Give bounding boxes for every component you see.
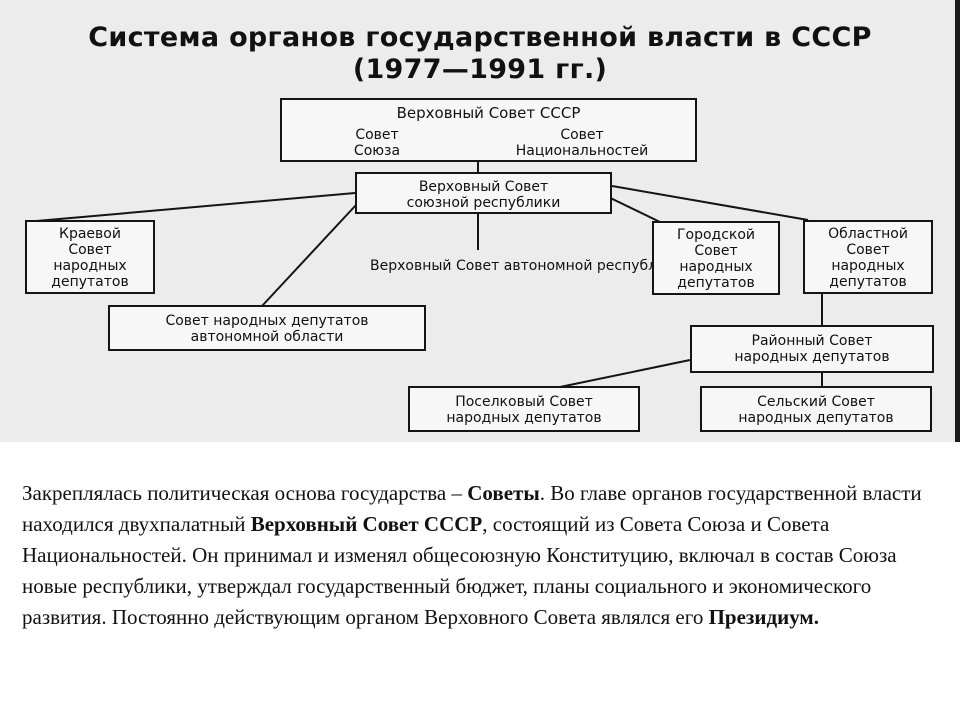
oblast-soviet-line: Совет bbox=[846, 242, 890, 258]
village-soviet-line: народных депутатов bbox=[738, 410, 894, 426]
diagram-title: Система органов государственной власти в… bbox=[88, 22, 872, 53]
district-soviet-line: Районный Совет bbox=[751, 333, 873, 349]
village-soviet-box: Сельский Совет народных депутатов bbox=[700, 386, 932, 432]
republic-soviet-box: Верховный Совет союзной республики bbox=[355, 172, 612, 214]
district-soviet-box: Районный Совет народных депутатов bbox=[690, 325, 934, 373]
settlement-soviet-line: Поселковый Совет bbox=[455, 394, 593, 410]
city-soviet-line: народных bbox=[679, 259, 753, 275]
autonomous-republic-soviet: Верховный Совет автономной республики bbox=[370, 258, 684, 274]
chamber-nationalities-line: Совет bbox=[560, 127, 604, 143]
oblast-soviet-line: Областной bbox=[828, 226, 908, 242]
connector-lines bbox=[24, 161, 823, 388]
republic-soviet-line: Верховный Совет bbox=[418, 179, 549, 195]
city-soviet-line: депутатов bbox=[677, 275, 755, 291]
oblast-soviet-line: депутатов bbox=[829, 274, 907, 290]
oblast-soviet-box: Областной Совет народных депутатов bbox=[803, 220, 933, 294]
krai-soviet-line: Краевой bbox=[59, 226, 121, 242]
connector bbox=[24, 192, 356, 223]
autonomous-oblast-soviet-box: Совет народных депутатов автономной обла… bbox=[108, 305, 426, 351]
village-soviet-line: Сельский Совет bbox=[757, 394, 875, 410]
text-bold-soviets: Советы bbox=[467, 481, 540, 505]
autonomous-oblast-line: автономной области bbox=[190, 329, 344, 345]
republic-soviet-line: союзной республики bbox=[406, 195, 561, 211]
krai-soviet-line: Совет bbox=[68, 242, 112, 258]
autonomous-republic-line: автономной республики bbox=[503, 258, 684, 274]
district-soviet-line: народных депутатов bbox=[734, 349, 890, 365]
text-bold-presidium: Президиум. bbox=[708, 605, 819, 629]
oblast-soviet-line: народных bbox=[831, 258, 905, 274]
chamber-union-line: Совет bbox=[355, 127, 399, 143]
krai-soviet-box: Краевой Совет народных депутатов bbox=[25, 220, 155, 294]
chamber-nationalities: Совет Национальностей bbox=[487, 127, 677, 159]
chamber-nationalities-line: Национальностей bbox=[515, 143, 649, 159]
connector bbox=[261, 204, 357, 307]
city-soviet-box: Городской Совет народных депутатов bbox=[652, 221, 780, 295]
chamber-union: Совет Союза bbox=[322, 127, 432, 159]
diagram-period: (1977—1991 гг.) bbox=[352, 54, 608, 85]
autonomous-republic-line: Верховный Совет bbox=[370, 258, 500, 274]
description-paragraph: Закреплялась политическая основа государ… bbox=[22, 478, 942, 633]
chamber-union-line: Союза bbox=[353, 143, 401, 159]
supreme-soviet-label: Верховный Совет СССР bbox=[396, 104, 581, 122]
supreme-soviet-box: Верховный Совет СССР Совет Союза Совет Н… bbox=[280, 98, 697, 162]
connector bbox=[611, 185, 809, 221]
krai-soviet-line: депутатов bbox=[51, 274, 129, 290]
text-part: , состоящий из Совета Союза и Совета Нац… bbox=[22, 512, 897, 629]
diagram-panel: Система органов государственной власти в… bbox=[0, 0, 960, 442]
settlement-soviet-line: народных депутатов bbox=[446, 410, 602, 426]
right-edge-strip bbox=[955, 0, 960, 442]
settlement-soviet-box: Поселковый Совет народных депутатов bbox=[408, 386, 640, 432]
krai-soviet-line: народных bbox=[53, 258, 127, 274]
city-soviet-line: Городской bbox=[676, 227, 756, 243]
text-bold-supreme-soviet: Верховный Совет СССР bbox=[250, 512, 483, 536]
autonomous-oblast-line: Совет народных депутатов bbox=[165, 313, 369, 329]
city-soviet-line: Совет bbox=[694, 243, 738, 259]
text-part: Закреплялась политическая основа государ… bbox=[22, 481, 468, 505]
text-part: . Во главе органов государственной власт… bbox=[22, 481, 922, 536]
connector bbox=[559, 359, 691, 388]
